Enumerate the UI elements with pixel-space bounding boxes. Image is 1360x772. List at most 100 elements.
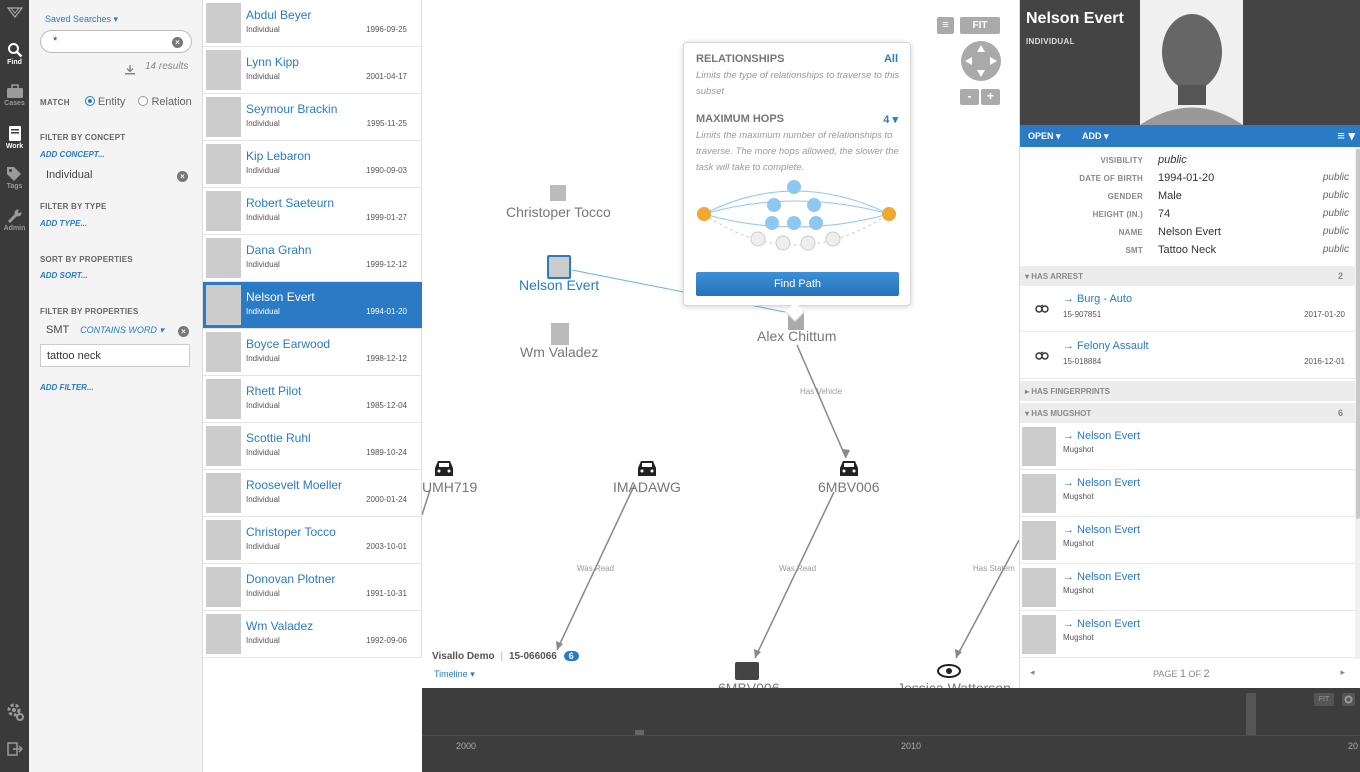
next-page-button[interactable]: ▸: [1340, 667, 1345, 677]
arrest-item[interactable]: → Burg - Auto 15-907851 2017-01-20: [1020, 286, 1355, 332]
has-fingerprints-section-header[interactable]: ▸ HAS FINGERPRINTS: [1020, 381, 1355, 401]
node-label-mbv2[interactable]: 6MBV006: [718, 680, 780, 688]
node-label-tocco[interactable]: Christoper Tocco: [506, 204, 611, 220]
result-name: Abdul Beyer: [246, 8, 312, 22]
nav-admin[interactable]: Admin: [0, 208, 29, 232]
filter-concept-header: FILTER BY CONCEPT: [40, 133, 126, 142]
add-menu-button[interactable]: ADD ▾: [1082, 131, 1109, 141]
add-type-link[interactable]: ADD TYPE...: [40, 219, 88, 228]
node-label-umh[interactable]: UMH719: [422, 479, 478, 495]
edge-label-was-read-1: Was Read: [577, 564, 615, 573]
visallo-logo[interactable]: [0, 6, 29, 19]
find-path-button[interactable]: Find Path: [696, 272, 899, 296]
match-label: MATCH: [40, 98, 70, 107]
prev-page-button[interactable]: ◂: [1030, 667, 1035, 677]
wrench-icon: [7, 209, 21, 224]
match-entity-radio[interactable]: Entity: [84, 96, 125, 108]
timeline-settings-button[interactable]: [1342, 693, 1355, 706]
node-label-evert[interactable]: Nelson Evert: [519, 277, 600, 293]
person-node-icon[interactable]: [551, 323, 569, 345]
node-label-chittum[interactable]: Alex Chittum: [757, 328, 837, 344]
graph-menu-button[interactable]: ≡: [937, 17, 954, 34]
remove-property-filter-icon[interactable]: ×: [178, 326, 189, 337]
export-icon[interactable]: [125, 62, 135, 80]
timeline-toggle[interactable]: Timeline ▾: [434, 669, 475, 679]
graph-canvas[interactable]: Christoper Tocco Nelson Evert Wm Valadez…: [422, 0, 1019, 688]
nav-cases[interactable]: Cases: [0, 84, 29, 107]
add-filter-link[interactable]: ADD FILTER...: [40, 383, 94, 392]
add-concept-link[interactable]: ADD CONCEPT...: [40, 150, 105, 159]
property-operator-dropdown[interactable]: CONTAINS WORD ▾: [80, 325, 164, 335]
case-number: 15-066066: [509, 651, 557, 662]
pan-control[interactable]: [960, 40, 1002, 82]
car-icon[interactable]: [432, 459, 456, 479]
scrollbar-thumb[interactable]: [1356, 149, 1360, 519]
property-value-input[interactable]: tattoo neck: [40, 344, 190, 367]
nav-work[interactable]: Work: [0, 125, 29, 150]
nav-find[interactable]: Find: [0, 42, 29, 66]
nav-tags[interactable]: Tags: [0, 166, 29, 190]
arrest-item[interactable]: → Felony Assault 15-018884 2016-12-01: [1020, 333, 1355, 379]
car-photo-node[interactable]: [735, 662, 759, 680]
match-relation-radio[interactable]: Relation: [138, 96, 192, 108]
person-thumbnail: [206, 567, 241, 607]
fit-button[interactable]: FIT: [960, 17, 1000, 34]
node-label-imad[interactable]: IMADAWG: [613, 479, 681, 495]
saved-searches-dropdown[interactable]: Saved Searches ▾: [45, 14, 119, 24]
result-name: Wm Valadez: [246, 619, 314, 633]
relationships-select[interactable]: All: [883, 53, 898, 65]
node-label-watterson[interactable]: Jessica Watterson: [897, 680, 1011, 688]
zoom-in-button[interactable]: +: [981, 89, 1000, 105]
settings-button[interactable]: [0, 701, 29, 722]
detail-menu-button[interactable]: ≡ ▾: [1337, 128, 1355, 143]
timeline-panel[interactable]: 2000 2010 20 FIT: [422, 688, 1360, 772]
remove-concept-icon[interactable]: ×: [177, 171, 188, 182]
detail-scrollbar[interactable]: [1355, 147, 1360, 659]
zoom-out-button[interactable]: -: [960, 89, 979, 105]
eye-icon[interactable]: [937, 664, 961, 678]
logout-button[interactable]: [0, 742, 29, 757]
car-icon[interactable]: [635, 459, 659, 479]
person-node-selected[interactable]: [547, 255, 571, 279]
mugshot-title: → Nelson Evert: [1063, 618, 1141, 630]
search-input[interactable]: *: [40, 30, 192, 53]
result-type: Individual: [246, 589, 280, 598]
node-label-valadez[interactable]: Wm Valadez: [520, 344, 599, 360]
open-menu-button[interactable]: OPEN ▾: [1028, 131, 1061, 141]
add-sort-link[interactable]: ADD SORT...: [40, 271, 88, 280]
edge-has-vehicle: [796, 344, 847, 459]
clear-search-icon[interactable]: ×: [172, 37, 183, 48]
person-node-icon[interactable]: [550, 185, 566, 201]
max-hops-select[interactable]: 4 ▾: [883, 114, 898, 126]
car-icon[interactable]: [837, 459, 861, 479]
node-label-mbv[interactable]: 6MBV006: [818, 479, 880, 495]
timeline-fit-button[interactable]: FIT: [1314, 693, 1334, 706]
